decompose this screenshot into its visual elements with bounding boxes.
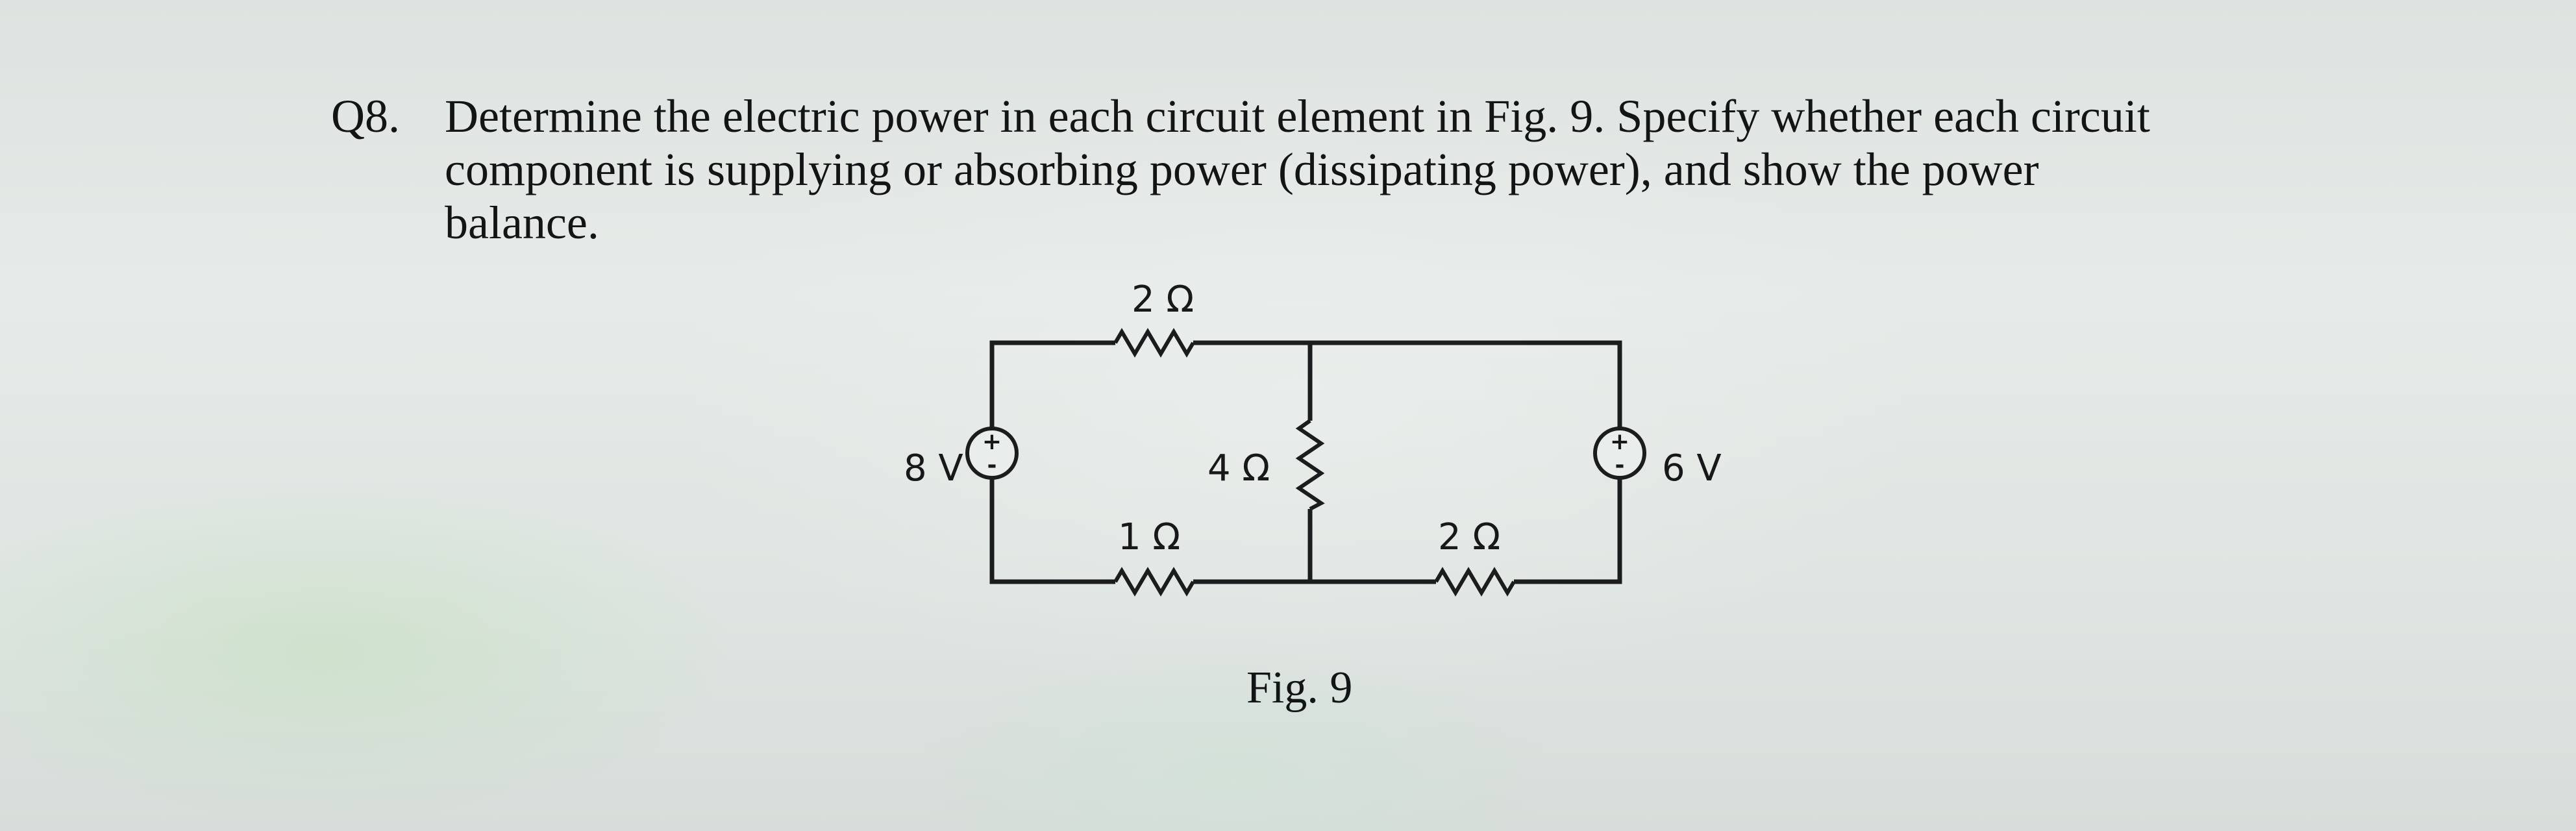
source-left-plus: + bbox=[982, 428, 1002, 455]
resistor-middle-4ohm bbox=[1295, 419, 1325, 511]
question-text: Determine the electric power in each cir… bbox=[445, 90, 2150, 249]
label-8v: 8 V bbox=[904, 447, 963, 490]
wire-left-bottom bbox=[989, 478, 1115, 584]
question-number: Q8. bbox=[331, 90, 400, 142]
resistor-top-2ohm bbox=[1113, 328, 1195, 358]
label-6v: 6 V bbox=[1662, 447, 1722, 490]
voltage-source-right bbox=[1593, 427, 1646, 480]
wire-bottom-right bbox=[1514, 478, 1622, 584]
resistor-bottom-left-1ohm bbox=[1113, 567, 1195, 597]
voltage-source-left bbox=[965, 427, 1019, 480]
source-right-minus: - bbox=[1615, 452, 1625, 478]
source-right-plus: + bbox=[1610, 428, 1629, 455]
label-bottom-left-1ohm: 1 Ω bbox=[1118, 516, 1180, 558]
label-middle-4ohm: 4 Ω bbox=[1208, 447, 1270, 490]
source-left-minus: - bbox=[987, 452, 997, 478]
label-top-2ohm: 2 Ω bbox=[1132, 279, 1194, 321]
wire-top-right bbox=[1193, 340, 1622, 428]
resistor-bottom-right-2ohm bbox=[1434, 567, 1516, 597]
label-bottom-right-2ohm: 2 Ω bbox=[1438, 516, 1500, 558]
wire-left-top bbox=[989, 340, 1115, 428]
figure-caption: Fig. 9 bbox=[1246, 663, 1353, 713]
